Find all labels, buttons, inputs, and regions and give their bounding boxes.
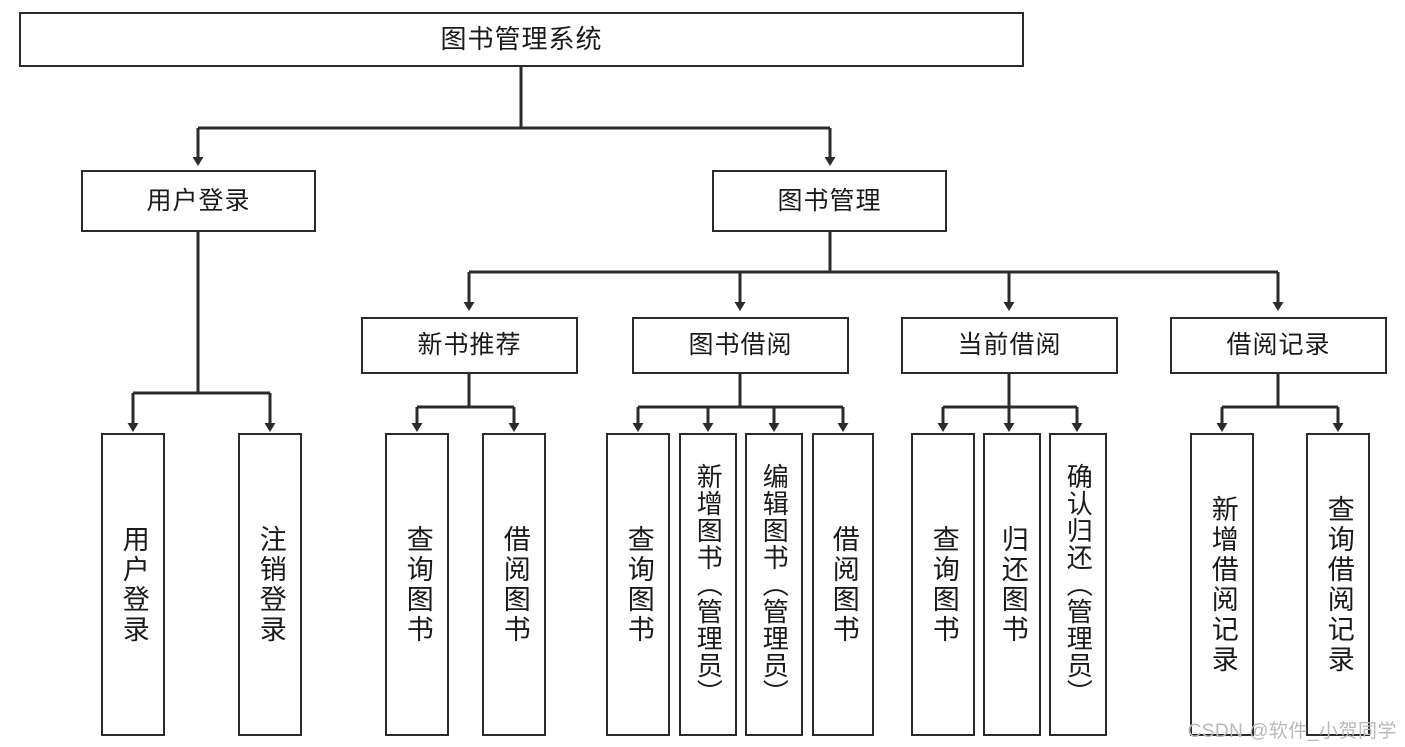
leaf-record-query-borrow-record[interactable]: 查询借阅记录 [1306,433,1370,736]
leaf-newbook-borrow-book[interactable]: 借阅图书 [482,433,546,736]
node-label: 查询图书 [402,524,433,645]
node-label: 查询图书 [623,524,654,645]
node-label: 用户登录 [146,186,251,215]
leaf-current-return-book[interactable]: 归还图书 [983,433,1041,736]
node-new-book-recommendation[interactable]: 新书推荐 [361,317,578,374]
node-label: 查询图书 [928,524,959,645]
leaf-borrow-add-book-admin[interactable]: 新增图书（管理员） [679,433,737,736]
leaf-record-add-borrow-record[interactable]: 新增借阅记录 [1190,433,1254,736]
leaf-current-query-book[interactable]: 查询图书 [911,433,975,736]
node-label: 借阅图书 [499,524,530,645]
leaf-newbook-query-book[interactable]: 查询图书 [385,433,449,736]
node-label: 图书管理 [777,186,882,215]
leaf-borrow-query-book[interactable]: 查询图书 [606,433,670,736]
node-label: 借阅记录 [1226,331,1331,359]
node-current-borrowing[interactable]: 当前借阅 [901,317,1118,374]
leaf-current-confirm-return-admin[interactable]: 确认归还（管理员） [1049,433,1107,736]
node-book-management[interactable]: 图书管理 [712,170,947,232]
node-book-borrowing[interactable]: 图书借阅 [632,317,849,374]
node-label: 查询借阅记录 [1323,494,1354,675]
node-label: 确认归还（管理员） [1063,463,1094,706]
leaf-borrow-edit-book-admin[interactable]: 编辑图书（管理员） [745,433,803,736]
node-borrowing-record[interactable]: 借阅记录 [1170,317,1387,374]
node-label: 编辑图书（管理员） [759,463,790,706]
node-label: 注销登录 [255,524,286,645]
watermark-text: CSDN @软件_小贺同学 [1187,721,1397,742]
node-label: 借阅图书 [828,524,859,645]
leaf-logout[interactable]: 注销登录 [238,433,302,736]
node-label: 新增图书（管理员） [693,463,724,706]
node-label: 当前借阅 [957,331,1062,359]
node-user-login[interactable]: 用户登录 [81,170,316,232]
node-label: 新增借阅记录 [1207,494,1238,675]
node-label: 归还图书 [997,524,1028,645]
node-root-library-management-system[interactable]: 图书管理系统 [19,12,1024,67]
node-label: 用户登录 [118,524,149,645]
node-label: 图书管理系统 [440,24,603,55]
node-label: 新书推荐 [417,331,522,359]
leaf-user-login[interactable]: 用户登录 [101,433,165,736]
leaf-borrow-borrow-book[interactable]: 借阅图书 [812,433,874,736]
node-label: 图书借阅 [688,331,793,359]
